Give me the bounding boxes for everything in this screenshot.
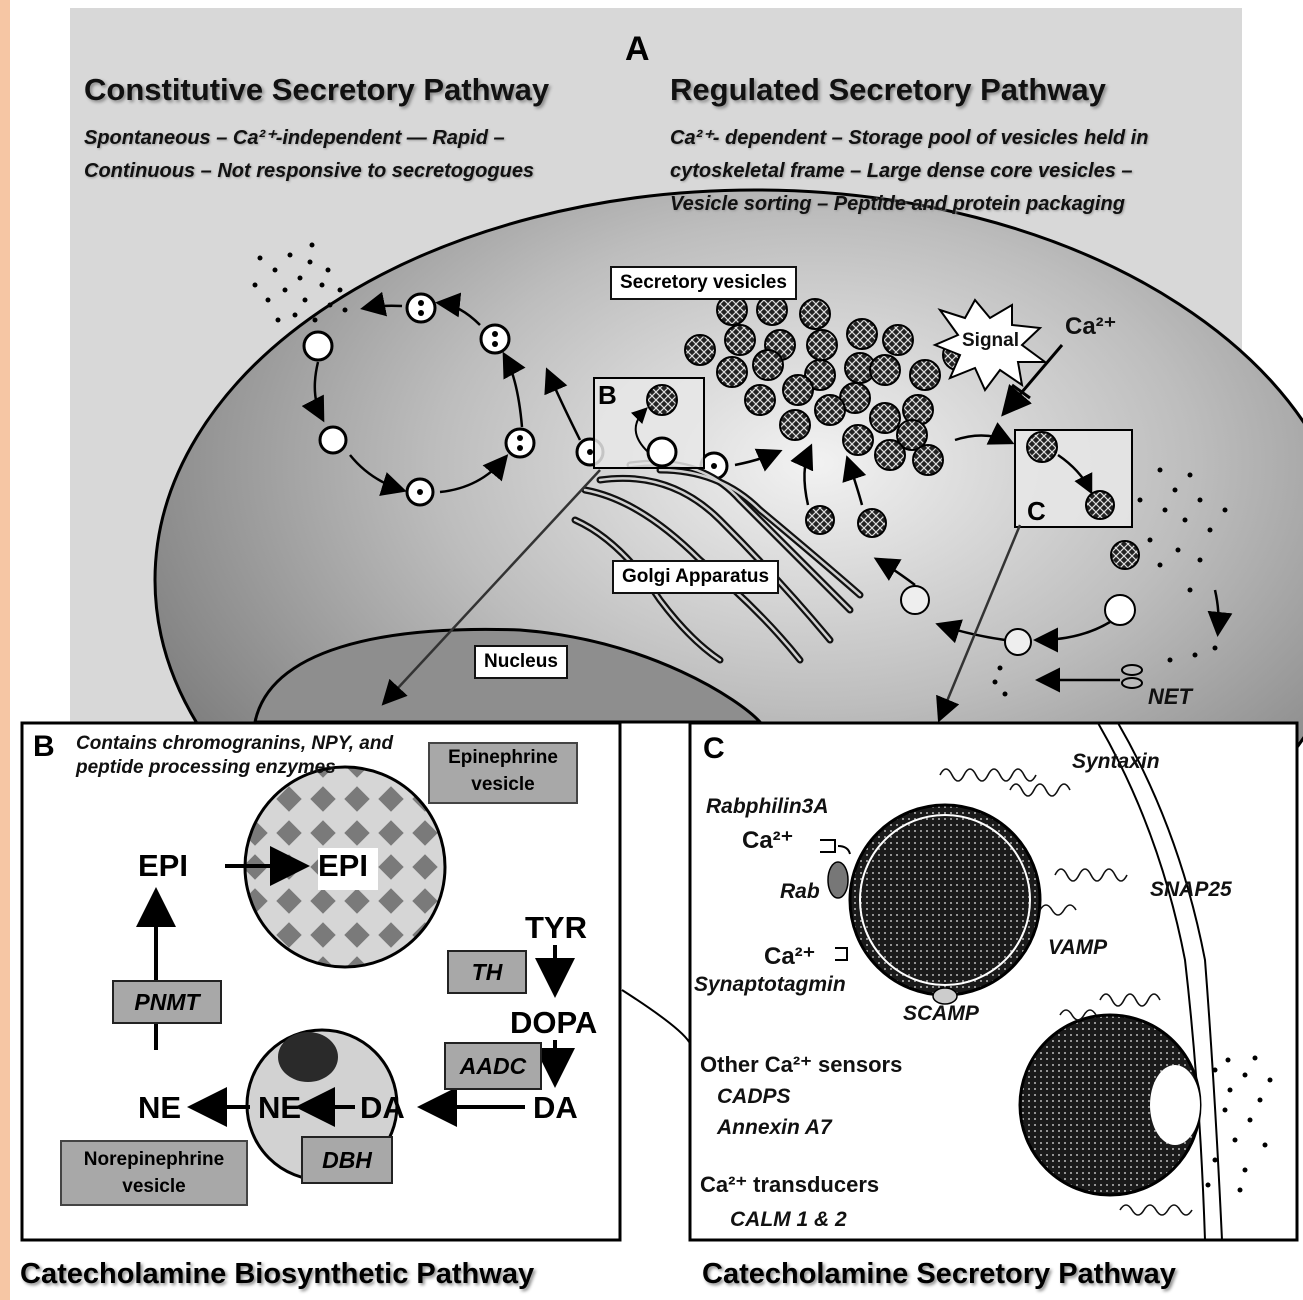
aadc-enzyme: AADC bbox=[444, 1042, 542, 1090]
net-transporter bbox=[1121, 664, 1143, 689]
other-sensors-title: Other Ca²⁺ sensors bbox=[700, 1052, 903, 1077]
docked-vesicle bbox=[848, 803, 1042, 997]
constitutive-title: Constitutive Secretory Pathway bbox=[84, 72, 550, 107]
regulated-line-2: cytoskeletal frame – Large dense core ve… bbox=[670, 160, 1133, 182]
secretory-vesicles-label: Secretory vesicles bbox=[610, 266, 797, 300]
transducer-1: CALM 1 & 2 bbox=[730, 1208, 847, 1231]
norepinephrine-vesicle-line-1: Norepinephrine bbox=[83, 1149, 225, 1170]
nucleus-label: Nucleus bbox=[474, 645, 568, 679]
golgi-label: Golgi Apparatus bbox=[612, 560, 780, 594]
norepinephrine-vesicle-line-2: vesicle bbox=[122, 1176, 186, 1197]
norepinephrine-vesicle-label: Norepinephrine vesicle bbox=[60, 1140, 248, 1206]
da-outside: DA bbox=[533, 1090, 578, 1125]
secretory-footer: Catecholamine Secretory Pathway bbox=[702, 1258, 1176, 1290]
secretory-vesicle-cluster bbox=[684, 294, 974, 538]
scamp-label: SCAMP bbox=[903, 1002, 979, 1025]
regulated-title: Regulated Secretory Pathway bbox=[670, 72, 1106, 107]
snap25-label: SNAP25 bbox=[1150, 878, 1232, 901]
signal-burst bbox=[932, 298, 1049, 392]
epi-outside: EPI bbox=[138, 848, 188, 883]
epinephrine-vesicle-line-1: Epinephrine bbox=[448, 747, 558, 768]
inset-c-letter: C bbox=[1027, 496, 1046, 526]
other-sensor-1: CADPS bbox=[717, 1085, 791, 1108]
syntaxin-label: Syntaxin bbox=[1072, 750, 1160, 773]
ca-sensor-2: Ca²⁺ bbox=[764, 943, 816, 970]
panel-b-note: Contains chromogranins, NPY, and peptide… bbox=[76, 733, 394, 778]
ne-inside: NE bbox=[258, 1090, 302, 1125]
biosynthetic-footer: Catecholamine Biosynthetic Pathway bbox=[20, 1258, 535, 1290]
synaptotagmin-label: Synaptotagmin bbox=[694, 973, 846, 996]
panel-a-letter: A bbox=[625, 30, 650, 68]
plasma-membrane bbox=[1097, 722, 1206, 1241]
transducers-title: Ca²⁺ transducers bbox=[700, 1172, 880, 1197]
ca-label: Ca²⁺ bbox=[1065, 313, 1117, 340]
dopa: DOPA bbox=[510, 1005, 598, 1040]
released-particles bbox=[1205, 1055, 1273, 1193]
da-inside: DA bbox=[360, 1090, 405, 1125]
epi-inside: EPI bbox=[318, 848, 368, 883]
inset-b-letter: B bbox=[598, 380, 617, 410]
vamp-label: VAMP bbox=[1048, 936, 1108, 959]
panel-c-letter: C bbox=[703, 732, 725, 765]
constitutive-line-1: Spontaneous – Ca²⁺-independent — Rapid – bbox=[84, 127, 505, 149]
epinephrine-vesicle-line-2: vesicle bbox=[471, 774, 535, 795]
constitutive-line-2: Continuous – Not responsive to secretogo… bbox=[84, 160, 535, 182]
snare-coils bbox=[939, 768, 1193, 1216]
rab-label: Rab bbox=[780, 880, 820, 903]
signal-label: Signal bbox=[962, 330, 1020, 351]
th-enzyme: TH bbox=[447, 950, 527, 994]
regulated-line-1: Ca²⁺- dependent – Storage pool of vesicl… bbox=[670, 127, 1149, 149]
net-label: NET bbox=[1148, 684, 1192, 709]
rabphilin-label: Rabphilin3A bbox=[706, 795, 829, 818]
panel-b-letter: B bbox=[33, 730, 55, 763]
secreted-particles-left bbox=[252, 242, 348, 323]
secreted-particles-right bbox=[992, 467, 1228, 697]
edge-strip bbox=[0, 0, 10, 1300]
dbh-enzyme: DBH bbox=[301, 1136, 393, 1184]
pnmt-enzyme: PNMT bbox=[112, 980, 222, 1024]
ca-sensor-1: Ca²⁺ bbox=[742, 827, 794, 854]
ne-outside: NE bbox=[138, 1090, 182, 1125]
regulated-line-3: Vesicle sorting – Peptide and protein pa… bbox=[670, 193, 1125, 215]
epinephrine-vesicle-label: Epinephrine vesicle bbox=[428, 742, 578, 804]
tyr: TYR bbox=[525, 910, 587, 945]
other-sensor-2: Annexin A7 bbox=[717, 1116, 832, 1139]
